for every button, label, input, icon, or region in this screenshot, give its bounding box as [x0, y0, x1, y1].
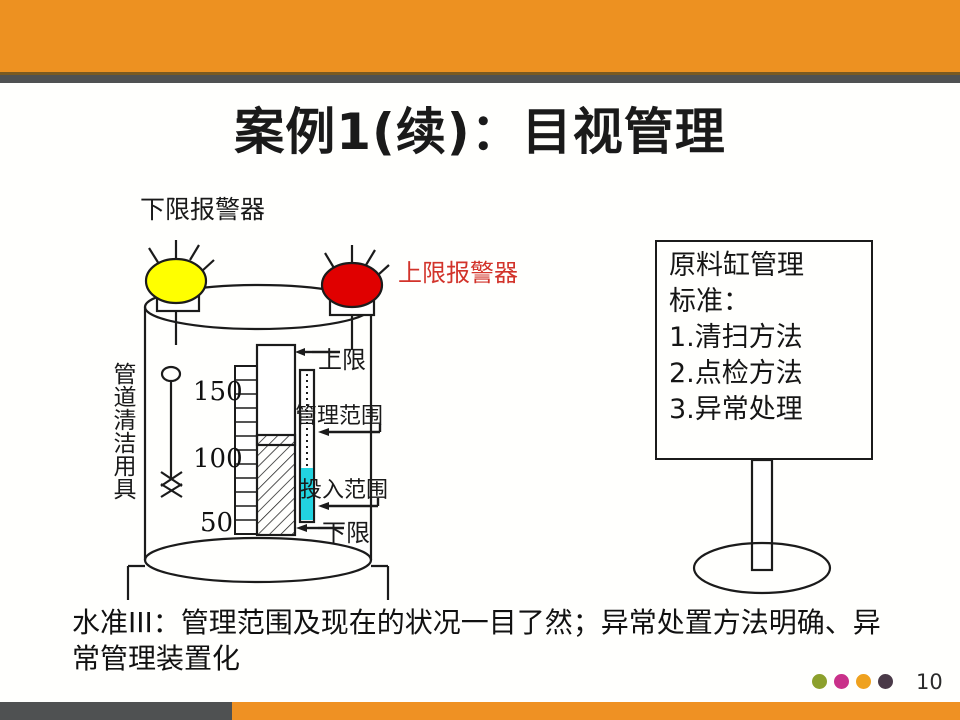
upper-limit-arrowhead: [295, 348, 305, 356]
lower-limit-label: 下限: [322, 519, 370, 547]
mgmt-range-arrowhead: [318, 428, 329, 436]
input-range-arrowhead: [318, 502, 329, 510]
dot-magenta-icon: [834, 674, 849, 689]
top-orange-band: [0, 0, 960, 72]
brush-bristle-4: [160, 483, 183, 498]
lower-limit-arrowhead: [296, 524, 307, 532]
summary-caption: 水准III：管理范围及现在的状况一目了然；异常处置方法明确、异常管理装置化: [72, 606, 881, 675]
high-lamp-ray-4: [377, 264, 390, 276]
management-standard-text: 原料缸管理 标准： 1.清扫方法 2.点检方法 3.异常处理: [669, 250, 804, 425]
pipe-cleaning-tool-label: 管道清洁用具: [109, 362, 135, 500]
brush-bristle-2: [160, 471, 183, 487]
scale-value-150: 150: [193, 377, 243, 407]
sign-base-ellipse: [692, 541, 832, 595]
range-indicator-bar: [298, 368, 316, 524]
tank-level-filled: [255, 433, 297, 537]
tank-level-empty: [255, 343, 297, 447]
top-seam-line: [0, 72, 960, 75]
low-lamp-ray-4: [201, 259, 215, 272]
scale-value-50: 50: [200, 508, 234, 538]
footer-dot-group: [812, 674, 908, 692]
low-lamp-ray-1: [148, 247, 160, 265]
low-alarm-lamp: [144, 240, 215, 313]
low-lamp-ray-3: [189, 244, 200, 261]
high-alarm-label: 上限报警器: [398, 259, 518, 287]
input-range-fill: [301, 468, 313, 520]
mgmt-range-label: 管理范围: [295, 404, 384, 429]
brush-ring: [160, 365, 182, 383]
high-lamp-bulb: [320, 261, 384, 309]
upper-limit-label: 上限: [318, 346, 366, 374]
management-standard-sign: 原料缸管理 标准： 1.清扫方法 2.点检方法 3.异常处理: [655, 240, 873, 460]
dot-olive-icon: [812, 674, 827, 689]
pipe-cleaning-tool: [160, 365, 183, 498]
high-lamp-ray-3: [365, 249, 376, 266]
top-gray-band: [0, 75, 960, 83]
input-range-label: 投入范围: [300, 478, 389, 503]
sign-post: [750, 458, 774, 572]
page-number: 10: [916, 670, 943, 694]
bottom-orange-band: [232, 702, 960, 720]
high-alarm-lamp: [320, 245, 390, 317]
low-alarm-label: 下限报警器: [140, 195, 266, 224]
bottom-gray-band: [0, 702, 232, 720]
page-title: 案例1(续)：目视管理: [234, 103, 726, 161]
dot-amber-icon: [856, 674, 871, 689]
sign-stand: [692, 458, 832, 595]
scale-value-100: 100: [193, 444, 243, 474]
high-lamp-ray-1: [324, 252, 335, 269]
low-lamp-bulb: [144, 257, 208, 305]
callout-arrows: [295, 348, 382, 532]
dot-plum-icon: [878, 674, 893, 689]
